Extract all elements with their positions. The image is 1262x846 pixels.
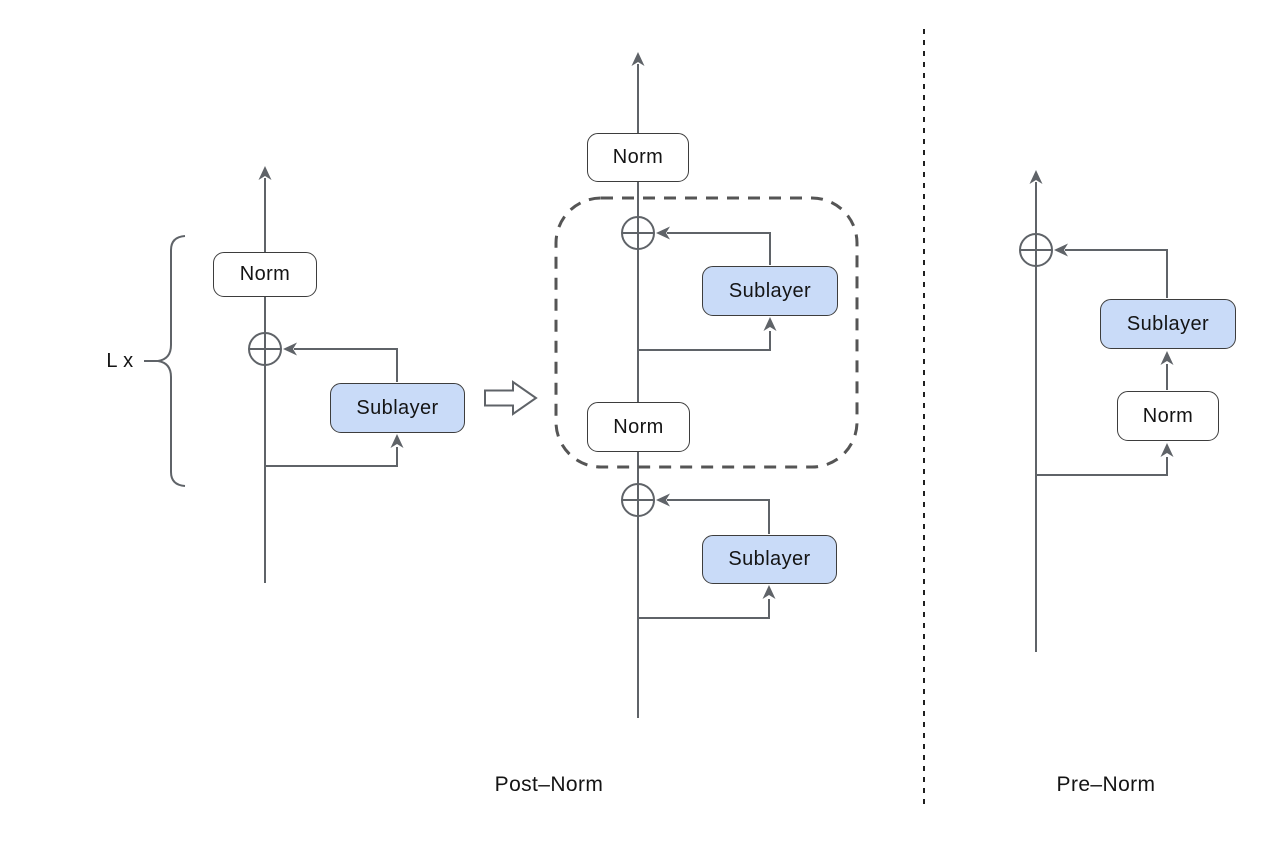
up-arrow-icon — [1029, 170, 1043, 184]
pre-sublayer-box: Sublayer — [1100, 299, 1236, 349]
pre-norm-wires — [1019, 170, 1174, 652]
sublayer-feed-wire — [638, 331, 771, 351]
up-arrow-icon — [258, 166, 272, 180]
up-arrow-icon — [1160, 443, 1174, 457]
up-arrow-icon — [390, 434, 404, 448]
residual-wire — [667, 232, 771, 265]
left-arrow-icon — [283, 342, 297, 356]
recurrence-dashed-box — [554, 196, 859, 469]
residual-wire — [667, 499, 770, 534]
left-norm-box: Norm — [213, 252, 317, 297]
post-norm-wires — [554, 52, 859, 718]
up-arrow-icon — [762, 585, 776, 599]
sublayer-feed-wire — [638, 599, 770, 619]
pre-norm-box: Norm — [1117, 391, 1219, 441]
up-arrow-icon — [1160, 351, 1174, 365]
post-mid-norm-box: Norm — [587, 402, 690, 452]
post-norm-caption: Post–Norm — [494, 773, 604, 796]
left-block-wires — [144, 166, 404, 583]
up-arrow-icon — [763, 317, 777, 331]
residual-wire — [1065, 249, 1168, 298]
pre-norm-caption: Pre–Norm — [1056, 773, 1156, 796]
post-lower-sublayer-box: Sublayer — [702, 535, 837, 584]
post-upper-sublayer-box: Sublayer — [702, 266, 838, 316]
left-arrow-icon — [656, 226, 670, 240]
left-arrow-icon — [1054, 243, 1068, 257]
loop-brace — [157, 235, 186, 487]
transform-block-arrow-icon — [484, 380, 538, 416]
norm-feed-wire — [1036, 457, 1168, 476]
left-sublayer-box: Sublayer — [330, 383, 465, 433]
post-top-norm-box: Norm — [587, 133, 689, 182]
left-loop-label: L x — [106, 349, 134, 372]
up-arrow-icon — [631, 52, 645, 66]
sublayer-feed-wire — [265, 447, 398, 467]
residual-wire — [294, 348, 398, 382]
left-arrow-icon — [656, 493, 670, 507]
